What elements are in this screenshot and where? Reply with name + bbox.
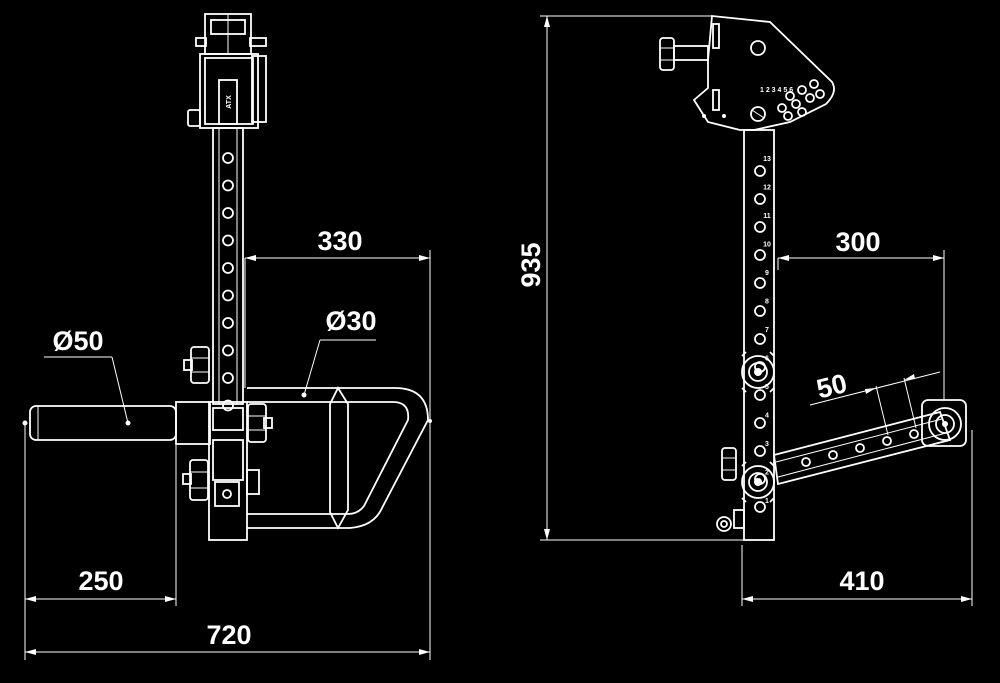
upper-knob-left (183, 346, 210, 384)
head-plate (199, 53, 259, 129)
lower-knob-right (741, 461, 775, 503)
column-hole (222, 399, 234, 412)
column-hole (754, 389, 766, 401)
dial-hole (783, 111, 793, 121)
scale-number: 1 (765, 498, 769, 505)
scale-number: 10 (763, 242, 771, 249)
upper-knob-right (741, 351, 775, 393)
column-hole (222, 152, 234, 164)
column-hole (754, 165, 766, 177)
scale-number: 4 (765, 413, 769, 420)
foot-pivot (716, 516, 732, 532)
column-hole (222, 372, 234, 384)
right-dimensions: 935 300 50 410 (516, 15, 973, 606)
dim-330: 330 (317, 226, 362, 256)
left-dimensions: 330 Ø50 Ø30 250 720 (24, 226, 431, 660)
dim-d30: Ø30 (325, 306, 376, 336)
dial-hole (777, 103, 787, 113)
column-hole (222, 234, 234, 247)
dial-hole (797, 85, 807, 95)
vertical-column-right (743, 129, 775, 541)
dim-410: 410 (839, 566, 884, 596)
vertical-column (212, 127, 244, 405)
column-hole (754, 501, 766, 513)
column-hole (222, 179, 234, 192)
dial-hole (791, 99, 801, 109)
clamp-knob-left (247, 403, 273, 443)
arm-hole (801, 457, 811, 467)
column-hole (754, 305, 766, 317)
scale-number: 11 (763, 213, 771, 220)
bent-arm-d30 (247, 386, 432, 530)
lower-knob-left (182, 459, 209, 501)
logo-text: ATX (226, 95, 233, 109)
column-hole (222, 289, 234, 302)
column-hole (754, 221, 766, 233)
dim-d50: Ø50 (52, 326, 103, 356)
dim-300: 300 (835, 227, 880, 257)
angled-arm (772, 399, 967, 486)
scale-number: 3 (765, 441, 769, 448)
logo-plate (218, 79, 238, 125)
sector-plate (692, 15, 835, 131)
column-hole (754, 193, 766, 205)
dim-250: 250 (78, 566, 123, 596)
scale-number: 8 (765, 299, 769, 306)
dim-50: 50 (814, 368, 850, 404)
dial-hole (797, 107, 807, 117)
column-hole (222, 344, 234, 357)
arm-hole (909, 429, 919, 439)
pin-d50 (22, 401, 211, 445)
dim-935: 935 (516, 242, 546, 287)
head-knob-right (659, 37, 709, 71)
column-hole (754, 277, 766, 289)
column-hole (222, 262, 234, 274)
column-hole (754, 249, 766, 261)
scale-number: 13 (763, 156, 771, 163)
clamp-block (208, 401, 248, 541)
column-hole (222, 207, 234, 219)
dial-hole (809, 79, 819, 89)
column-hole (222, 317, 234, 329)
dial-hole (785, 91, 795, 101)
dial-hole (815, 89, 825, 99)
arm-hole (882, 436, 892, 446)
column-holes (222, 152, 234, 412)
scale-number: 2 (765, 470, 769, 477)
column-hole (754, 417, 766, 429)
front-view: ATX (22, 13, 432, 541)
side-knob-right (721, 447, 737, 481)
head-knob (187, 109, 201, 127)
scale-number: 7 (765, 327, 769, 334)
dim-720: 720 (206, 620, 251, 650)
column-hole (754, 445, 766, 457)
dial-hole (805, 93, 815, 103)
scale-number: 5 (765, 384, 769, 391)
column-hole (754, 333, 766, 345)
scale-number: 9 (765, 270, 769, 277)
arm-hole (828, 450, 838, 460)
arm-hole (855, 443, 865, 453)
scale-number: 12 (763, 185, 771, 192)
dial-numbers: 1 2 3 4 5 6 (760, 87, 793, 94)
dial-holes (777, 79, 825, 121)
